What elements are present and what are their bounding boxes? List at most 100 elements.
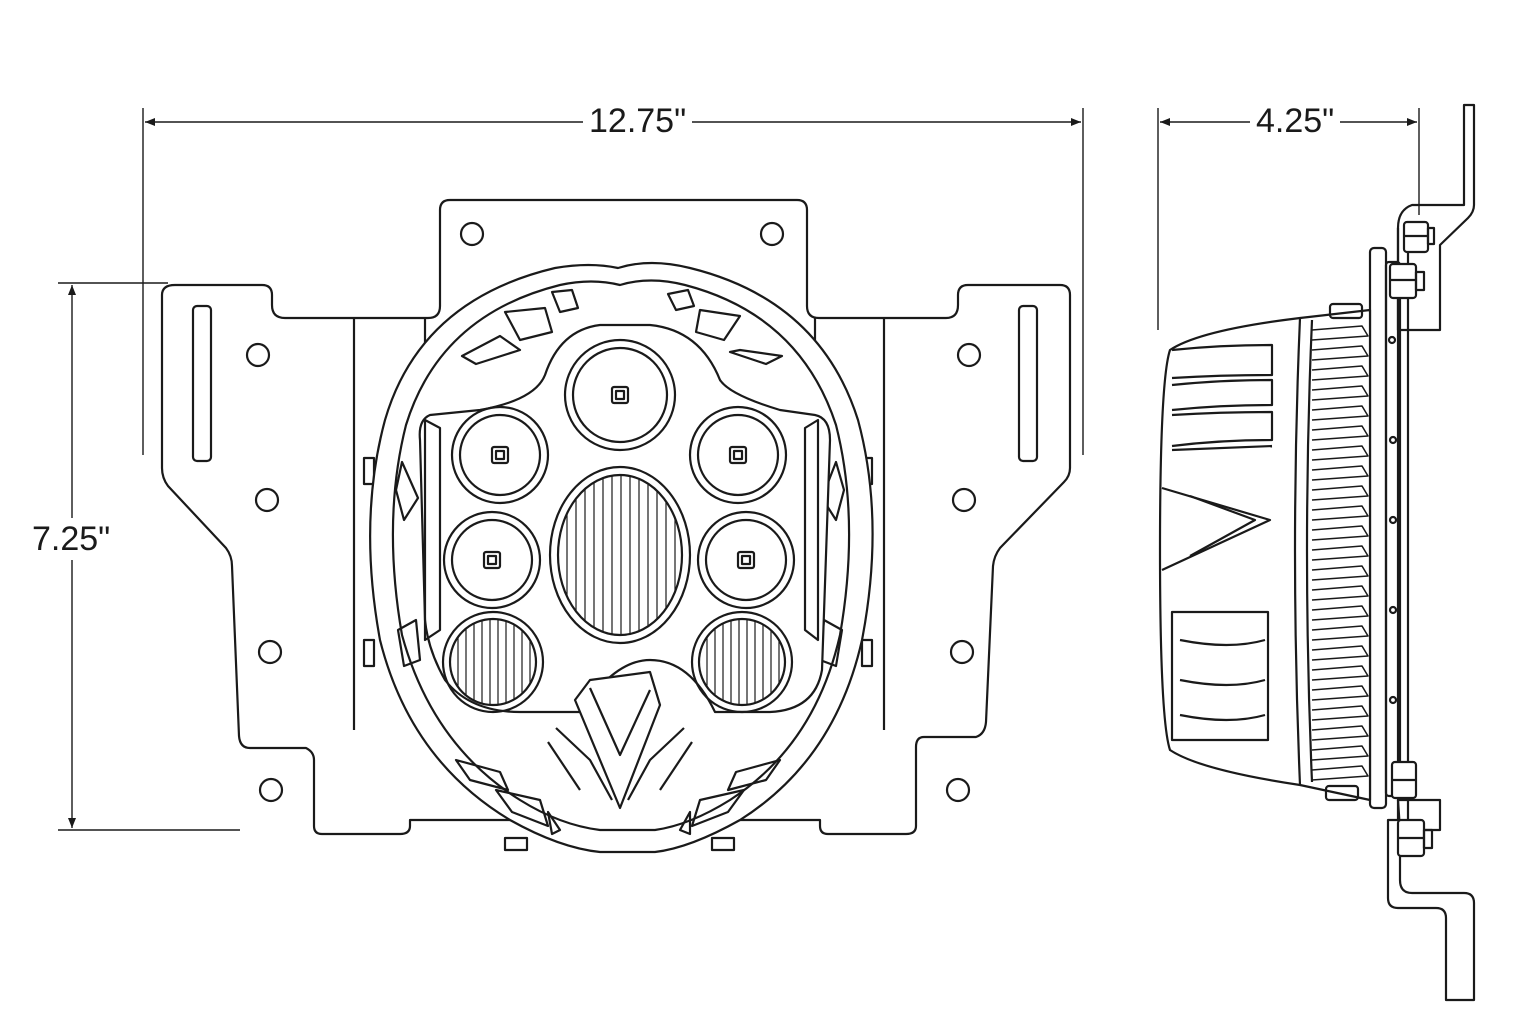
heatsink-fin: [1312, 426, 1368, 440]
side-nut-lower-2: [1398, 820, 1432, 856]
heatsink-fin: [1312, 686, 1368, 700]
bracket-hole: [947, 779, 969, 801]
lamp-housing-inner: [393, 281, 849, 831]
heatsink-fin: [1312, 746, 1368, 760]
vent: [668, 290, 694, 310]
v-logo-flank-left-2: [548, 742, 580, 790]
side-heatsink-inner: [1307, 320, 1312, 782]
vent: [692, 790, 744, 826]
side-wedge-inner: [1190, 496, 1255, 556]
side-slot: [1172, 345, 1272, 378]
depth-label: 4.25": [1250, 104, 1341, 138]
heatsink-fin: [1312, 406, 1368, 420]
side-nut-upper-2: [1390, 264, 1424, 298]
stud: [364, 640, 374, 666]
vent: [396, 462, 418, 520]
front-view: [162, 200, 1070, 852]
heatsink-fin: [1312, 526, 1368, 540]
side-fastener: [1389, 337, 1395, 343]
heatsink-fin: [1312, 646, 1368, 660]
bracket-hole: [958, 344, 980, 366]
overall-height-label: 7.25": [30, 518, 113, 560]
vent: [496, 790, 548, 826]
heatsink-fin: [1312, 506, 1368, 520]
heatsink-fin: [1312, 486, 1368, 500]
vent: [730, 350, 782, 364]
side-slot: [1172, 446, 1272, 450]
vent: [548, 812, 560, 834]
heatsink-fin: [1312, 586, 1368, 600]
side-nut-upper-1: [1404, 222, 1434, 252]
side-bracket: [1398, 105, 1474, 330]
v-logo: [575, 672, 660, 808]
lens-lower-left: [444, 512, 540, 608]
vent: [398, 620, 420, 666]
side-lamp-body: [1160, 310, 1370, 800]
lens-bottom-left-fog: [443, 612, 543, 712]
vent: [462, 336, 520, 364]
bracket-hole: [247, 344, 269, 366]
lens-upper-left: [452, 407, 548, 503]
bracket-hole: [256, 489, 278, 511]
v-logo-inner: [590, 688, 650, 755]
overall-width-label: 12.75": [583, 104, 693, 138]
heatsink-fin: [1312, 566, 1368, 580]
heatsink-fin: [1312, 446, 1368, 460]
heatsink-fin: [1312, 466, 1368, 480]
heatsink-fin: [1312, 726, 1368, 740]
vent: [696, 310, 740, 340]
side-slot: [1180, 680, 1265, 685]
vent: [456, 760, 508, 790]
side-tab-bottom: [1326, 786, 1358, 800]
stud: [712, 838, 734, 850]
side-slot: [1172, 412, 1272, 446]
v-logo-flank-right: [628, 728, 684, 800]
side-tab-top: [1330, 304, 1362, 318]
cluster-ear-left: [425, 420, 440, 640]
heatsink-fin: [1312, 666, 1368, 680]
side-view: [1160, 105, 1474, 1000]
bracket-hole: [953, 489, 975, 511]
v-logo-flank-left: [556, 728, 612, 800]
lens-bottom-right-fog: [692, 612, 792, 712]
side-fastener: [1390, 607, 1396, 613]
bracket-hole: [260, 779, 282, 801]
side-fastener: [1390, 517, 1396, 523]
heatsink-fin: [1312, 766, 1368, 780]
lens-top-center: [565, 340, 675, 450]
stud: [862, 640, 872, 666]
side-bracket-foot: [1388, 820, 1474, 1000]
stud: [505, 838, 527, 850]
vent: [552, 290, 578, 312]
side-fastener: [1390, 437, 1396, 443]
side-nut-lower-1: [1392, 762, 1416, 798]
bracket-slot-right: [1019, 306, 1037, 461]
heatsink-fin: [1312, 546, 1368, 560]
side-slot: [1172, 380, 1272, 410]
side-slot: [1180, 715, 1265, 720]
bracket-hole: [761, 223, 783, 245]
side-fastener: [1390, 697, 1396, 703]
side-face-ring: [1370, 248, 1386, 808]
heatsink-fin: [1312, 706, 1368, 720]
lens-center-flood: [550, 467, 690, 643]
heatsink-fin: [1312, 626, 1368, 640]
mounting-bracket: [162, 200, 1070, 834]
heatsink-fin: [1312, 366, 1368, 380]
v-logo-flank-right-2: [660, 742, 692, 790]
bracket-hole: [259, 641, 281, 663]
bracket-hole: [951, 641, 973, 663]
heatsink-fin: [1312, 346, 1368, 360]
heatsink-fin: [1312, 606, 1368, 620]
bracket-hole: [461, 223, 483, 245]
heatsink-fin: [1312, 326, 1368, 340]
side-slot: [1180, 640, 1265, 645]
heatsink-fin: [1312, 386, 1368, 400]
vent: [680, 812, 690, 834]
vent: [505, 308, 552, 340]
bracket-slot-left: [193, 306, 211, 461]
cluster-ear-right: [805, 420, 818, 640]
vent: [728, 760, 780, 790]
lens-lower-right: [698, 512, 794, 608]
